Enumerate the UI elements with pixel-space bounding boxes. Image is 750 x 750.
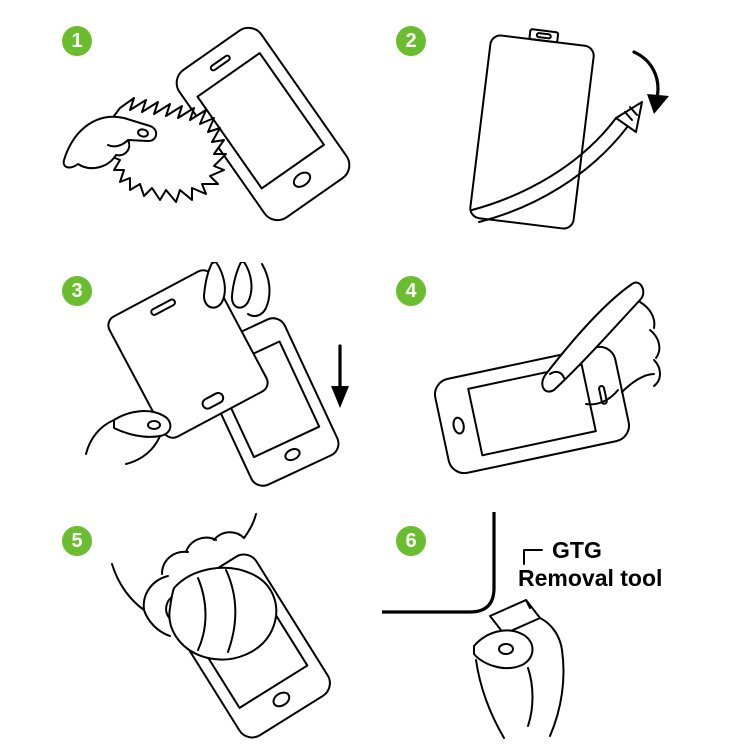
step-3-panel: 3 — [48, 262, 358, 492]
step-1-number: 1 — [71, 29, 83, 52]
step-4-illustration — [434, 281, 661, 475]
step-2-badge: 2 — [396, 26, 426, 56]
label-leader-line — [523, 549, 543, 565]
hand-icon — [203, 262, 271, 317]
step-1-badge: 1 — [62, 26, 92, 56]
thumb-icon — [85, 410, 172, 465]
step-1-illustration — [62, 26, 351, 222]
removal-tool-icon — [489, 599, 541, 635]
down-arrow-icon — [331, 344, 349, 408]
step-6-badge: 6 — [396, 526, 426, 556]
step-6-illustration: GTG Removal tool — [382, 512, 662, 739]
label-gtg: GTG — [552, 537, 602, 563]
step-5-badge: 5 — [62, 526, 92, 556]
step-1-panel: 1 — [48, 12, 358, 242]
curved-arrow-icon — [632, 50, 669, 114]
label-removal-tool: Removal tool — [518, 565, 662, 591]
step-5-panel: 5 — [48, 512, 358, 742]
glass-corner-icon — [382, 512, 496, 614]
step-4-panel: 4 — [382, 262, 692, 492]
cloth-icon — [168, 566, 278, 661]
peeling-film-icon — [471, 101, 643, 223]
phone-icon — [175, 26, 351, 222]
step-3-number: 3 — [71, 279, 83, 302]
tempered-glass-icon — [107, 269, 269, 439]
phone-icon — [434, 345, 630, 475]
step-5-number: 5 — [71, 529, 83, 552]
step-6-panel: 6 GTG Removal tool — [382, 512, 692, 742]
screen-protector-icon — [469, 28, 595, 230]
step-4-number: 4 — [405, 279, 417, 302]
hand-icon — [62, 115, 158, 170]
gripping-hand-icon — [111, 513, 257, 637]
step-2-illustration — [469, 28, 669, 230]
step-6-number: 6 — [405, 529, 417, 552]
step-3-illustration — [85, 262, 349, 487]
step-3-badge: 3 — [62, 276, 92, 306]
pinching-hand-icon — [473, 617, 565, 739]
pressing-hand-icon — [541, 281, 661, 406]
step-2-number: 2 — [405, 29, 417, 52]
step-4-badge: 4 — [396, 276, 426, 306]
step-5-illustration — [111, 513, 331, 739]
step-2-panel: 2 — [382, 12, 692, 242]
